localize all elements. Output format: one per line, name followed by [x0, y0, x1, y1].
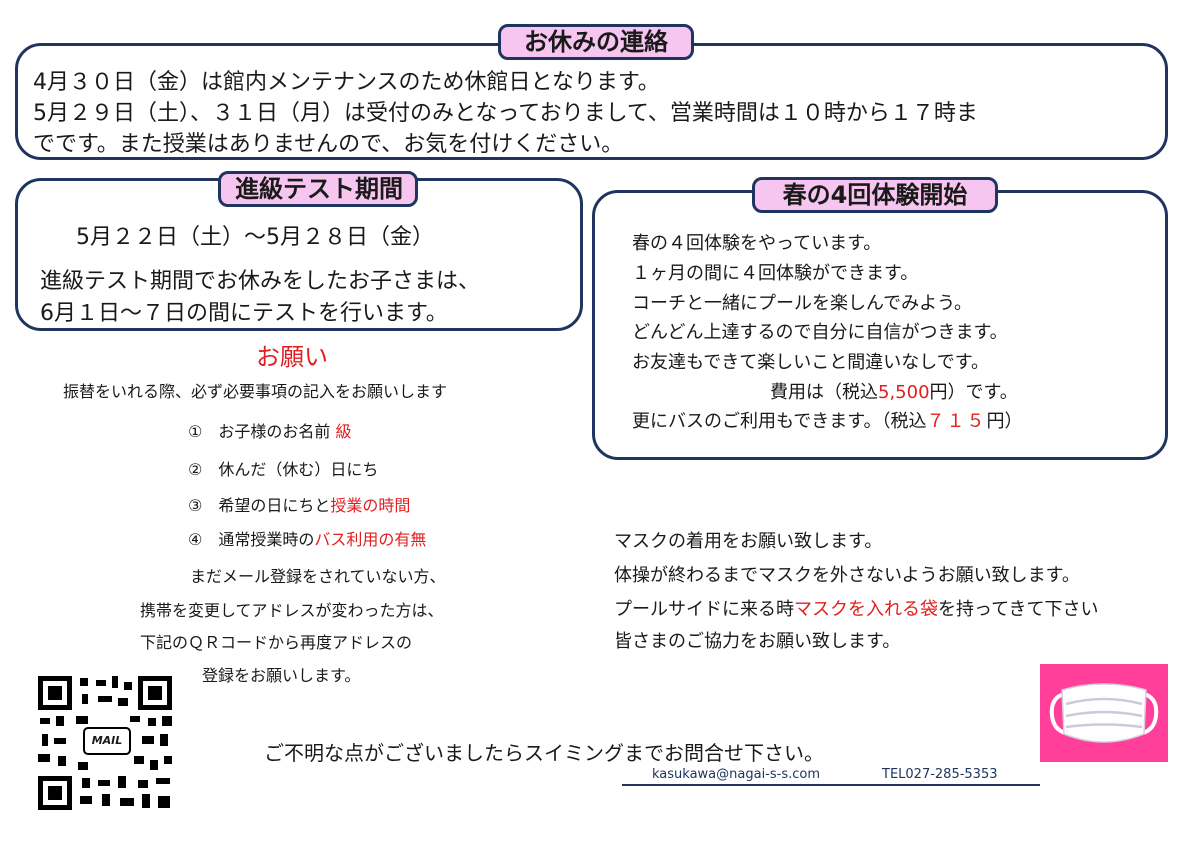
notice-title: お休みの連絡 — [498, 24, 694, 60]
request-intro: 振替をいれる際、必ず必要事項の記入をお願いします — [63, 382, 448, 401]
qr-code-icon — [38, 676, 172, 810]
trial-line-4: どんどん上達するので自分に自信がつきます。 — [632, 322, 1008, 343]
trial-bus-value: ７１５ — [926, 411, 987, 432]
trial-bus-prefix: 更にバスのご利用もできます。（税込 — [632, 411, 927, 432]
trial-box — [592, 190, 1168, 460]
request-item-4: ④ 通常授業時のバス利用の有無 — [188, 526, 426, 550]
trial-fee-value: 5,500 — [878, 382, 930, 403]
test-title: 進級テスト期間 — [218, 171, 418, 207]
test-line-1: 進級テスト期間でお休みをしたお子さまは、 — [40, 269, 481, 294]
request-item-1-red: 級 — [335, 422, 352, 441]
mask-image — [1040, 664, 1168, 762]
qr-mail-label: MAIL — [91, 734, 123, 747]
footer-email[interactable]: kasukawa@nagai-s-s.com — [652, 767, 821, 782]
test-line-2: 6月１日～７日の間にテストを行います。 — [40, 301, 448, 326]
footer-tel[interactable]: TEL027-285-5353 — [882, 767, 998, 782]
mask-line-3-end: を持ってきて下さい — [938, 599, 1099, 620]
request-title: お願い — [256, 343, 328, 371]
trial-line-2: １ヶ月の間に４回体験ができます。 — [632, 263, 919, 284]
request-item-4-red: バス利用の有無 — [314, 530, 427, 549]
mask-line-1: マスクの着用をお願い致します。 — [614, 531, 883, 552]
trial-fee-suffix: 円）です。 — [929, 382, 1018, 403]
request-mail-3: 下記のＱＲコードから再度アドレスの — [140, 633, 413, 652]
mask-line-3-text: プールサイドに来る時 — [614, 599, 794, 620]
request-mail-1: まだメール登録をされていない方、 — [190, 567, 446, 586]
trial-fee: 費用は（税込5,500円）です。 — [770, 378, 1018, 404]
request-mail-2: 携帯を変更してアドレスが変わった方は、 — [140, 601, 444, 620]
trial-fee-prefix: 費用は（税込 — [770, 382, 878, 403]
footer-contact: ご不明な点がございましたらスイミングまでお問合せ下さい。 — [264, 741, 824, 765]
footer-underline — [622, 784, 1040, 786]
request-mail-4: 登録をお願いします。 — [202, 666, 361, 685]
test-dates: 5月２２日（土）～5月２８日（金） — [76, 225, 434, 250]
trial-line-1: 春の４回体験をやっています。 — [632, 233, 882, 254]
mask-line-3-red: マスクを入れる袋 — [794, 599, 938, 620]
notice-line-1: 4月３０日（金）は館内メンテナンスのため休館日となります。 — [33, 70, 660, 95]
request-item-3: ③ 希望の日にちと授業の時間 — [188, 492, 410, 516]
trial-bus-suffix: 円） — [986, 411, 1023, 432]
request-item-2: ② 休んだ（休む）日にち — [188, 460, 379, 479]
mask-line-3: プールサイドに来る時マスクを入れる袋を持ってきて下さい — [614, 595, 1099, 621]
trial-title: 春の4回体験開始 — [752, 177, 998, 213]
trial-bus: 更にバスのご利用もできます。（税込７１５円） — [632, 407, 1022, 433]
qr-code: MAIL — [38, 676, 172, 810]
mask-line-2: 体操が終わるまでマスクを外さないようお願い致します。 — [614, 565, 1080, 586]
trial-line-5: お友達もできて楽しいこと間違いなしです。 — [632, 352, 989, 373]
trial-line-3: コーチと一緒にプールを楽しんでみよう。 — [632, 293, 973, 314]
request-item-1-text: ① お子様のお名前 — [188, 422, 336, 441]
face-mask-icon — [1049, 683, 1159, 743]
request-item-3-text: ③ 希望の日にちと — [188, 496, 331, 515]
notice-line-3: でです。また授業はありませんので、お気を付けください。 — [33, 132, 624, 157]
mask-line-4: 皆さまのご協力をお願い致します。 — [614, 631, 901, 652]
request-item-3-red: 授業の時間 — [330, 496, 411, 515]
request-item-1: ① お子様のお名前 級 — [188, 418, 351, 442]
request-item-4-text: ④ 通常授業時の — [188, 530, 315, 549]
notice-line-2: 5月２９日（土）、３１日（月）は受付のみとなっておりまして、営業時間は１０時から… — [33, 101, 978, 126]
